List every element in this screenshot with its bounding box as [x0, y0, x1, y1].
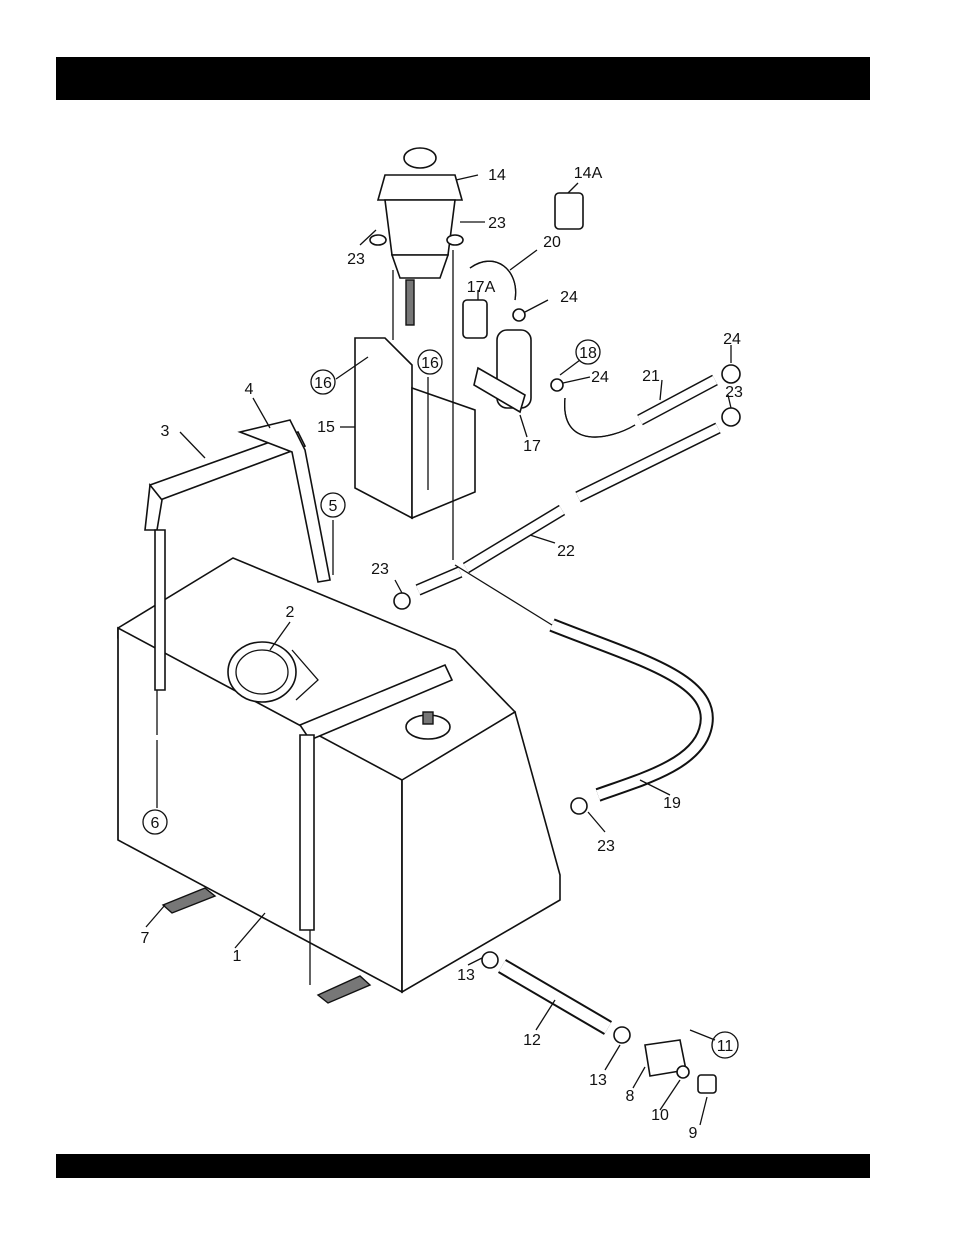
callout-23-hose-22: 23: [371, 561, 389, 578]
callout-7: 7: [141, 930, 150, 947]
drain-fitting: [645, 1040, 716, 1093]
callout-23-filter-left: 23: [347, 251, 365, 268]
callout-12: 12: [523, 1032, 541, 1049]
callout-16-right: 16: [421, 355, 439, 372]
callout-11: 11: [717, 1038, 734, 1055]
callout-2: 2: [286, 604, 295, 621]
callout-23-hose-19: 23: [597, 838, 615, 855]
callout-5: 5: [329, 498, 338, 515]
callout-10: 10: [651, 1107, 669, 1124]
callout-14: 14: [488, 167, 506, 184]
callout-17a: 17A: [467, 279, 496, 296]
callout-23-filter-right: 23: [488, 215, 506, 232]
callout-22: 22: [557, 543, 575, 560]
callout-24-pump-top: 24: [560, 289, 578, 306]
callout-13-lower: 13: [589, 1072, 607, 1089]
callout-3: 3: [161, 423, 170, 440]
callout-20: 20: [543, 234, 561, 251]
callout-4: 4: [245, 381, 254, 398]
callout-24-pump-side: 24: [591, 369, 609, 386]
callout-14a: 14A: [574, 165, 603, 182]
callout-6: 6: [151, 815, 160, 832]
callout-16-left: 16: [314, 375, 332, 392]
callout-17: 17: [523, 438, 541, 455]
fuel-tank: [118, 558, 560, 992]
callout-13-upper: 13: [457, 967, 475, 984]
callout-15: 15: [317, 419, 335, 436]
callout-23-right: 23: [725, 384, 743, 401]
callout-24-right: 24: [723, 331, 741, 348]
callout-9: 9: [689, 1125, 698, 1142]
mounting-bracket: [355, 270, 475, 518]
callout-21: 21: [642, 368, 660, 385]
callout-8: 8: [626, 1088, 635, 1105]
callout-1: 1: [233, 948, 242, 965]
callout-19: 19: [663, 795, 681, 812]
callout-18: 18: [579, 345, 597, 362]
